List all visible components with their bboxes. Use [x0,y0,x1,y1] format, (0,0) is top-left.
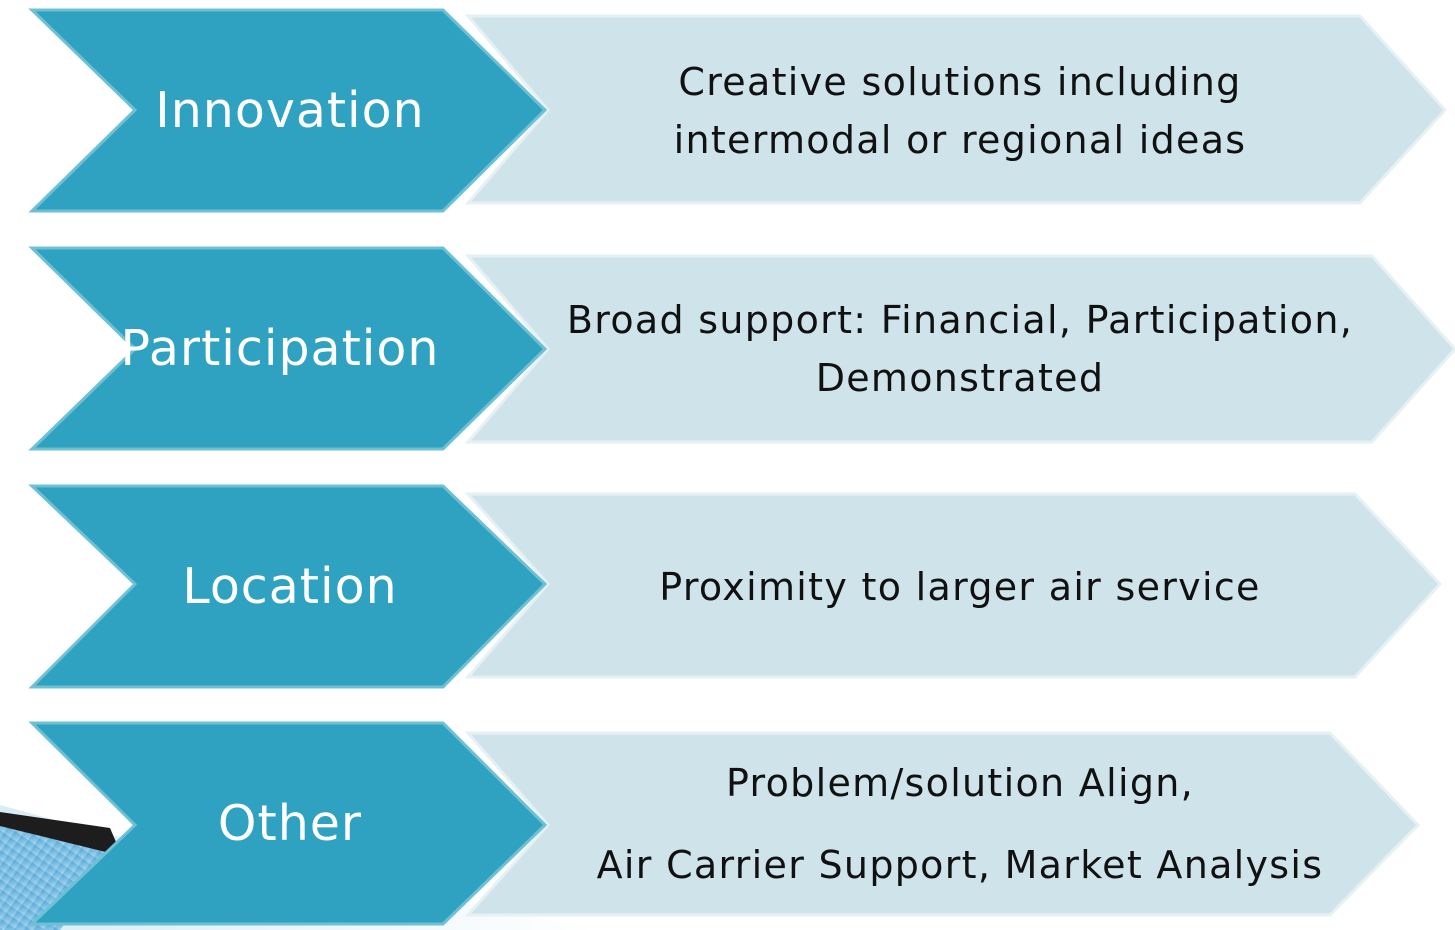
category-chevron [28,721,548,926]
row-shapes [28,8,1448,213]
description-line: Demonstrated [815,355,1105,400]
row-other: Other Problem/solution Align, Air Carrie… [0,721,1455,926]
row-innovation: Innovation Creative solutions including … [0,8,1455,213]
description-line: intermodal or regional ideas [673,117,1247,162]
row-participation: Participation Broad support: Financial, … [0,246,1455,451]
description-line: Proximity to larger air service [659,564,1261,609]
category-label: Location [182,558,398,615]
category-label: Participation [120,320,440,377]
description-text: Creative solutions including intermodal … [520,8,1400,213]
description-panel [464,14,1448,205]
row-shapes [28,721,1421,926]
category-chevron [28,246,548,451]
description-panel [464,254,1455,444]
category-label: Other [217,795,363,852]
description-text: Proximity to larger air service [520,484,1400,689]
row-shapes [28,246,1455,451]
row-location: Location Proximity to larger air service [0,484,1455,689]
description-panel [464,731,1421,917]
row-shapes [28,484,1443,689]
description-text: Broad support: Financial, Participation,… [520,246,1400,451]
category-chevron [28,8,548,213]
description-panel [464,492,1443,679]
description-line: Problem/solution Align, [725,760,1194,805]
category-label: Innovation [155,82,425,139]
description-text: Problem/solution Align, Air Carrier Supp… [520,721,1400,926]
category-chevron [28,484,548,689]
description-line: Creative solutions including [678,59,1242,104]
description-line: Air Carrier Support, Market Analysis [596,842,1324,887]
description-line: Broad support: Financial, Participation, [566,297,1354,342]
